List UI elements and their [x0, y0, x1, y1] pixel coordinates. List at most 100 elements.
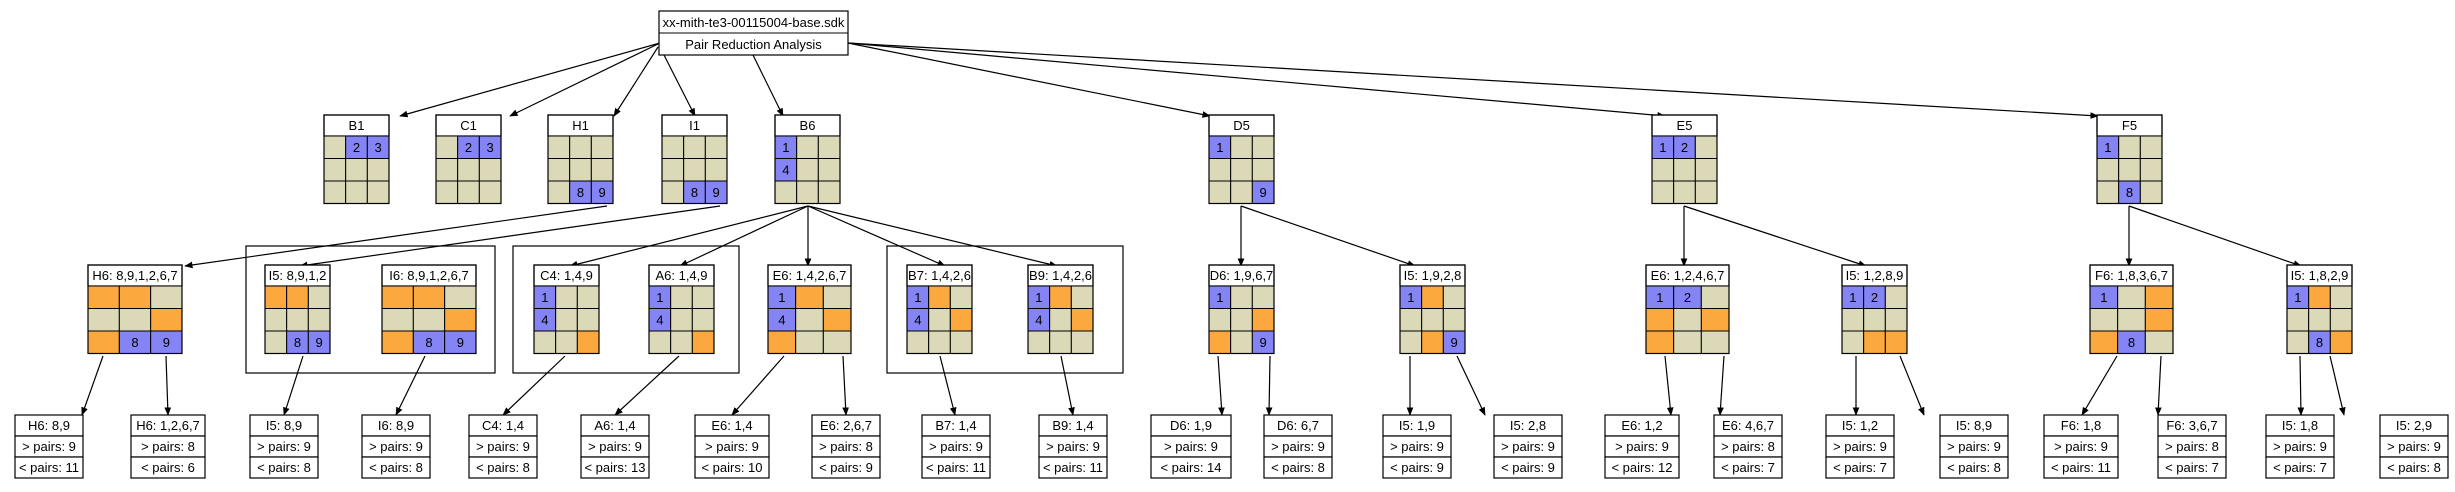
- leaf-less-pairs: < pairs: 8: [1947, 460, 2001, 475]
- leaf-label: E6: 4,6,7: [1722, 418, 1774, 433]
- grid-cell: [1884, 330, 1908, 354]
- grid-cell: [796, 180, 819, 204]
- grid-cell: [547, 135, 571, 159]
- tree-edge: [299, 205, 721, 269]
- grid-label: H1: [572, 118, 589, 133]
- cell-digit: 8: [691, 185, 698, 200]
- grid-cell: [670, 308, 693, 332]
- grid-cell: [1251, 158, 1275, 182]
- grid-label: H6: 8,9,1,2,6,7: [92, 268, 177, 283]
- cell-digit: 8: [2316, 335, 2323, 350]
- tree-edge: [184, 205, 608, 269]
- leaf-label: I5: 2,8: [1510, 418, 1546, 433]
- grid-cell: [547, 180, 571, 204]
- cell-digit: 1: [656, 290, 663, 305]
- cell-digit: 1: [541, 290, 548, 305]
- grid-cell: [286, 285, 309, 309]
- leaf-greater-pairs: > pairs: 9: [257, 439, 311, 454]
- leaf-greater-pairs: > pairs: 9: [22, 439, 76, 454]
- tree-edge: [164, 355, 172, 416]
- tree-edge: [395, 355, 426, 416]
- grid-cell: [795, 308, 824, 332]
- tree-edge: [1899, 355, 1925, 416]
- root-subtitle: Pair Reduction Analysis: [685, 37, 822, 52]
- grid-cell: [381, 285, 414, 309]
- grid-cell: [1230, 308, 1253, 332]
- grid-cell: [1251, 285, 1275, 309]
- grid-cell: [2117, 285, 2146, 309]
- leaf-node: I5: 1,8> pairs: 9< pairs: 7: [2265, 414, 2335, 479]
- leaf-greater-pairs: > pairs: 9: [1046, 439, 1100, 454]
- grid-cell: [1694, 135, 1718, 159]
- leaf-node: I5: 2,8> pairs: 9< pairs: 9: [1493, 414, 1563, 479]
- grid-cell: [264, 285, 288, 309]
- leaf-less-pairs: < pairs: 14: [1160, 460, 1221, 475]
- cell-digit: 8: [131, 335, 138, 350]
- leaf-node: I5: 1,9> pairs: 9< pairs: 9: [1382, 414, 1452, 479]
- leaf-less-pairs: < pairs: 13: [584, 460, 645, 475]
- tree-edge: [2329, 355, 2346, 416]
- leaf-greater-pairs: > pairs: 9: [476, 439, 530, 454]
- leaf-less-pairs: < pairs: 7: [2165, 460, 2219, 475]
- grid-cell: [1027, 330, 1051, 354]
- leaf-label: I5: 2,9: [2396, 418, 2432, 433]
- grid-cell: [661, 180, 685, 204]
- leaf-less-pairs: < pairs: 9: [1390, 460, 1444, 475]
- cell-digit: 9: [457, 335, 464, 350]
- grid-cell: [2089, 330, 2119, 354]
- cell-digit: 1: [1035, 290, 1042, 305]
- grid-node-d6a: D6: 1,9,6,719: [1208, 264, 1275, 355]
- grid-cell: [555, 285, 578, 309]
- grid-cell: [670, 285, 693, 309]
- cell-digit: 4: [1035, 313, 1042, 328]
- grid-cell: [2089, 308, 2119, 332]
- grid-cell: [704, 158, 728, 182]
- leaf-node: I5: 8,9> pairs: 9< pairs: 8: [249, 414, 319, 479]
- tree-edge: [807, 205, 946, 267]
- grid-cell: [444, 285, 477, 309]
- tree-edge: [1265, 355, 1273, 416]
- grid-cell: [928, 308, 951, 332]
- grid-cell: [2139, 180, 2163, 204]
- leaf-node: I5: 8,9> pairs: 9< pairs: 8: [1939, 414, 2009, 479]
- tree-edge: [1240, 205, 1416, 267]
- grid-cell: [1251, 308, 1275, 332]
- leaf-greater-pairs: > pairs: 8: [2165, 439, 2219, 454]
- grid-cell: [264, 330, 288, 354]
- tree-edge: [679, 205, 809, 267]
- leaf-node: E6: 1,4> pairs: 9< pairs: 10: [694, 414, 770, 479]
- leaf-less-pairs: < pairs: 8: [257, 460, 311, 475]
- leaf-less-pairs: < pairs: 11: [19, 460, 79, 475]
- grid-cell: [555, 330, 578, 354]
- leaf-node: E6: 1,2> pairs: 9< pairs: 12: [1604, 414, 1680, 479]
- grid-label: F5: [2122, 118, 2137, 133]
- leaf-node: B7: 1,4> pairs: 9< pairs: 11: [921, 414, 991, 479]
- cell-digit: 1: [1659, 140, 1666, 155]
- leaf-greater-pairs: > pairs: 9: [1615, 439, 1669, 454]
- grid-cell: [1049, 308, 1072, 332]
- grid-label: I6: 8,9,1,2,6,7: [389, 268, 469, 283]
- cell-digit: 9: [1260, 335, 1267, 350]
- cell-digit: 9: [1451, 335, 1458, 350]
- grid-cell: [767, 330, 797, 354]
- root-title: xx-mith-te3-00115004-base.sdk: [663, 15, 845, 30]
- leaf-label: I5: 1,9: [1399, 418, 1435, 433]
- grid-label: I5: 1,2,8,9: [1846, 268, 1904, 283]
- cell-digit: 9: [316, 335, 323, 350]
- grid-cell: [661, 158, 685, 182]
- grid-label: I5: 8,9,1,2: [269, 268, 327, 283]
- cell-digit: 1: [2294, 290, 2301, 305]
- cell-digit: 1: [1656, 290, 1663, 305]
- leaf-less-pairs: < pairs: 12: [1611, 460, 1672, 475]
- grid-cell: [435, 158, 459, 182]
- grid-label: B6: [800, 118, 816, 133]
- grid-node-b7a: B7: 1,4,2,614: [906, 264, 973, 355]
- cell-digit: 8: [294, 335, 301, 350]
- leaf-node: I5: 2,9> pairs: 9< pairs: 8: [2379, 414, 2449, 479]
- tree-edge: [502, 355, 566, 416]
- grid-cell: [576, 330, 600, 354]
- tree-edge: [842, 355, 849, 416]
- grid-cell: [555, 308, 578, 332]
